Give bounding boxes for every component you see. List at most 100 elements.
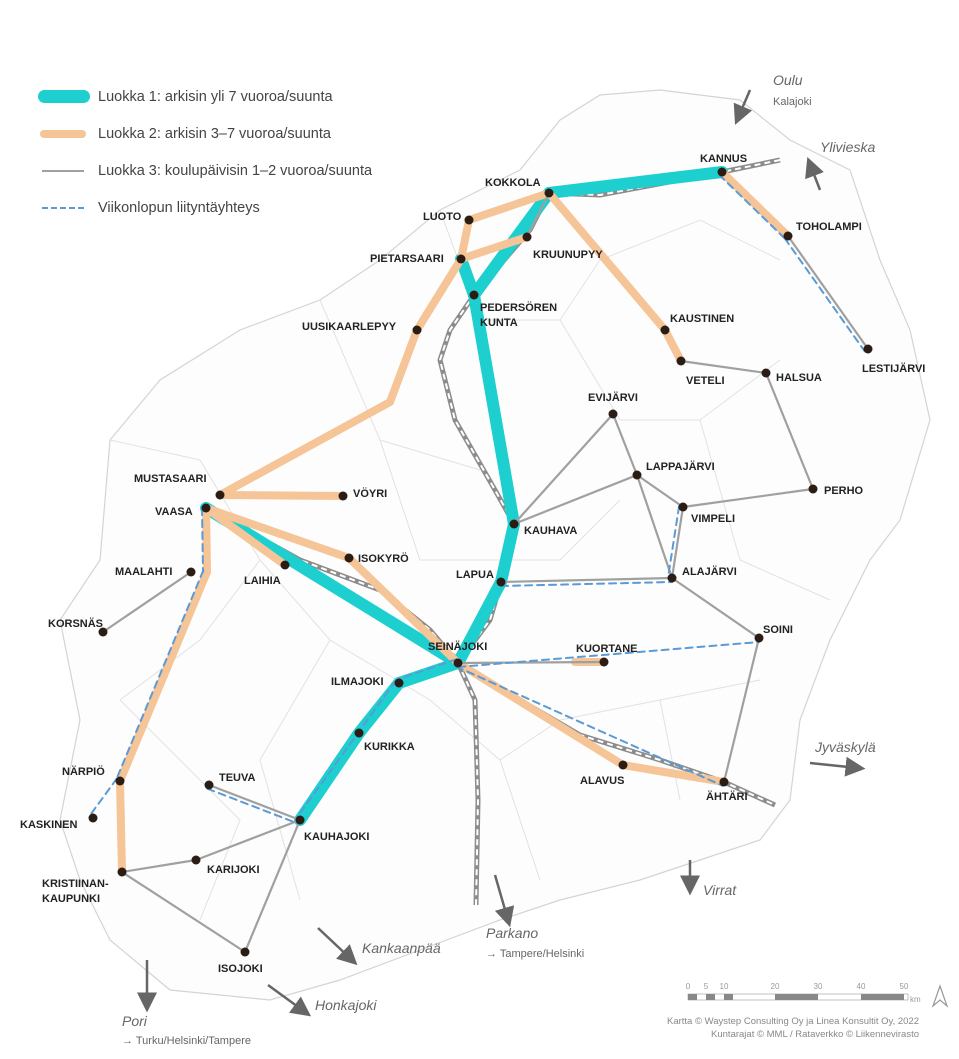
class2-routes (116, 168, 792, 876)
station-label-isojoki: ISOJOKI (218, 963, 263, 975)
station-label-korsnas: KORSNÄS (48, 617, 103, 630)
station-uusikaarlepyy[interactable] (412, 325, 422, 335)
class2-route-bend2-narpio (116, 568, 211, 785)
class3-route-vimpeli-alajarvi (670, 505, 685, 580)
station-evijarvi[interactable] (608, 409, 618, 419)
station-seinajoki[interactable] (453, 658, 463, 668)
station-laihia[interactable] (280, 560, 290, 570)
station-voyri[interactable] (338, 491, 348, 501)
weekend-route-ilmajoki-kauhajoki (295, 679, 397, 819)
station-toholampi[interactable] (783, 231, 793, 241)
station-lapua[interactable] (496, 577, 506, 587)
class3-route-lappajarvi-vimpeli (635, 473, 685, 509)
class2-route-vaasa-laihia (202, 504, 289, 569)
scale-tick: 5 (704, 982, 709, 991)
station-kurikka[interactable] (354, 728, 364, 738)
station-label-kristiinankaupunki2: KAUPUNKI (42, 893, 100, 905)
legend: Luokka 1: arkisin yli 7 vuoroa/suunta Lu… (38, 78, 372, 226)
class2-route-mustasaari-voyri (216, 491, 347, 500)
station-pedersore[interactable] (469, 290, 479, 300)
station-label-isokyro: ISOKYRÖ (358, 552, 409, 565)
legend-weekend-label: Viikonlopun liityntäyhteys (98, 199, 260, 216)
station-label-vimpeli: VIMPELI (691, 513, 735, 525)
class3-route-seinajoki-kuortane (456, 660, 606, 665)
station-soini[interactable] (754, 633, 764, 643)
station-lestijarvi[interactable] (863, 344, 873, 354)
destination-label: Kankaanpää (362, 940, 441, 956)
direction-arrow-icon (493, 874, 515, 928)
class2-route-bend1-mustasaari (216, 398, 394, 499)
station-alajarvi[interactable] (667, 573, 677, 583)
station-label-toholampi: TOHOLAMPI (796, 221, 862, 233)
north-arrow-icon (931, 984, 949, 1008)
station-karijoki[interactable] (191, 855, 201, 865)
class2-route-narpio-kristiinankaupunki (116, 777, 126, 876)
direction-arrow-icon (317, 927, 358, 966)
station-label-kuortane: KUORTANE (576, 643, 638, 655)
station-isojoki[interactable] (240, 947, 250, 957)
station-perho[interactable] (808, 484, 818, 494)
class1-route-kannus-kokkola (543, 166, 728, 199)
station-label-mustasaari: MUSTASAARI (134, 473, 207, 485)
class2-route-vaasa-bend2 (202, 504, 211, 576)
map-credits: Kartta © Waystep Consulting Oy ja Linea … (667, 1015, 919, 1041)
station-kristiinankaupunki[interactable] (117, 867, 127, 877)
scale-unit: km (910, 995, 921, 1004)
station-label-alajarvi: ALAJÄRVI (682, 565, 737, 578)
station-kuortane[interactable] (599, 657, 609, 667)
station-ilmajoki[interactable] (394, 678, 404, 688)
station-kokkola[interactable] (544, 188, 554, 198)
class2-route-alavus-ahtari (619, 761, 728, 786)
legend-class2-label: Luokka 2: arkisin 3–7 vuoroa/suunta (98, 125, 331, 142)
station-label-maalahti: MAALAHTI (115, 566, 172, 578)
class3-route-evijarvi-lappajarvi (611, 412, 639, 477)
station-veteli[interactable] (676, 356, 686, 366)
station-kannus[interactable] (717, 167, 727, 177)
weekend-route-toholampi-lestijarvi (783, 237, 866, 353)
station-label-kannus: KANNUS (700, 153, 747, 165)
weekend-route-lapua-alajarvi (500, 580, 674, 587)
destination-arrows: OuluKalajokiYlivieskaJyväskyläVirratPark… (122, 72, 876, 1047)
station-pietarsaari[interactable] (456, 254, 466, 264)
station-vaasa[interactable] (201, 503, 211, 513)
class3-route-kauhajoki-isojoki (243, 818, 302, 954)
station-isokyro[interactable] (344, 553, 354, 563)
station-korsnas[interactable] (98, 627, 108, 637)
class2-route-vaasa-isokyro (202, 504, 353, 562)
station-kauhava[interactable] (509, 519, 519, 529)
station-kauhajoki[interactable] (295, 815, 305, 825)
class3-route-kauhava-evijarvi (512, 412, 615, 526)
station-label-seinajoki: SEINÄJOKI (428, 640, 487, 653)
station-mustasaari[interactable] (215, 490, 225, 500)
station-kruunupyy[interactable] (522, 232, 532, 242)
station-label-halsua: HALSUA (776, 372, 822, 384)
class1-route-kurikka-kauhajoki (294, 727, 365, 826)
station-alavus[interactable] (618, 760, 628, 770)
railway-line-inner (457, 662, 480, 906)
station-vimpeli[interactable] (678, 502, 688, 512)
station-kaustinen[interactable] (660, 325, 670, 335)
station-narpio[interactable] (115, 776, 125, 786)
station-label-lappajarvi: LAPPAJÄRVI (646, 460, 715, 473)
station-label-pietarsaari: PIETARSAARI (370, 253, 444, 265)
scale-tick: 20 (771, 982, 780, 991)
class2-route-isokyro-seinajoki (345, 554, 462, 667)
scale-tick: 50 (900, 982, 909, 991)
station-lappajarvi[interactable] (632, 470, 642, 480)
station-ahtari[interactable] (719, 777, 729, 787)
weekend-route-seinajoki-soini (457, 640, 761, 668)
station-luoto[interactable] (464, 215, 474, 225)
station-label-voyri: VÖYRI (353, 487, 387, 500)
class3-route-halsua-perho (764, 371, 815, 491)
station-teuva[interactable] (204, 780, 214, 790)
direction-arrow-icon (267, 983, 312, 1017)
station-halsua[interactable] (761, 368, 771, 378)
class3-route-vimpeli-perho (681, 487, 815, 509)
station-kaskinen[interactable] (88, 813, 98, 823)
station-label-pedersore1: PEDERSÖREN (480, 301, 557, 314)
scale-tick: 40 (857, 982, 866, 991)
station-label-lapua: LAPUA (456, 569, 494, 581)
destination-label: Oulu (773, 72, 803, 88)
station-label-luoto: LUOTO (423, 211, 462, 223)
station-maalahti[interactable] (186, 567, 196, 577)
